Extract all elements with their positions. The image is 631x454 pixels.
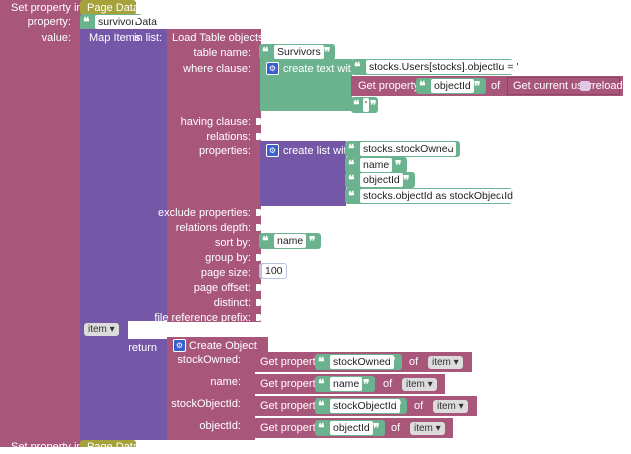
item-variable-dropdown[interactable]: item ▾ xyxy=(433,400,468,413)
load-table-label: Load Table objects xyxy=(172,32,264,44)
where-part1-value[interactable]: stocks.Users[stocks].objectId = ' xyxy=(366,60,522,74)
of-label: of xyxy=(409,356,419,368)
sort-by-label: sort by: xyxy=(214,237,251,249)
map-items-block[interactable] xyxy=(80,29,168,440)
sort-by-value[interactable]: name xyxy=(274,234,307,248)
list-item-string[interactable]: ❝ stocks.stockOwned ❞ xyxy=(345,141,460,157)
next-set-property-label: Set property in: xyxy=(11,441,86,453)
relations-slot[interactable] xyxy=(256,133,262,140)
object-key-label: stockObjectId: xyxy=(171,398,241,410)
set-property-block[interactable] xyxy=(0,0,88,440)
property-name-string[interactable]: ❝ stockOwned ❞ xyxy=(315,354,402,370)
get-property-label: Get property xyxy=(260,400,322,412)
property-name-string[interactable]: ❝ name ❞ xyxy=(315,376,375,392)
list-item-value[interactable]: name xyxy=(360,158,393,172)
table-name-value[interactable]: Survivors xyxy=(274,45,324,59)
distinct-slot[interactable] xyxy=(256,299,262,306)
of-label: of xyxy=(491,80,501,92)
where-string-part1[interactable]: ❝ stocks.Users[stocks].objectId = ' ❞ xyxy=(351,59,522,75)
gear-icon[interactable]: ⚙ xyxy=(173,339,186,352)
list-item-string[interactable]: ❝ objectId ❞ xyxy=(345,172,415,188)
of-label: of xyxy=(383,378,393,390)
group-by-slot[interactable] xyxy=(256,254,262,261)
page-size-label: page size: xyxy=(200,267,251,279)
get-property-label: Get property xyxy=(260,422,322,434)
page-offset-label: page offset: xyxy=(193,282,251,294)
map-items-label: Map Items xyxy=(89,32,141,44)
page-offset-slot[interactable] xyxy=(256,284,262,291)
create-object-block[interactable] xyxy=(167,337,255,440)
get-property-label: Get property xyxy=(260,356,322,368)
where-part3-value[interactable]: ' xyxy=(363,98,370,112)
properties-label: properties: xyxy=(199,145,251,157)
of-label: of xyxy=(414,400,424,412)
item-variable-dropdown[interactable]: item ▾ xyxy=(402,378,437,391)
list-item-value[interactable]: stocks.stockOwned xyxy=(360,142,457,156)
object-key-label: objectId: xyxy=(199,420,241,432)
get-current-user-label: Get current user xyxy=(513,80,593,92)
file-reference-prefix-slot[interactable] xyxy=(256,314,262,321)
object-key-label: stockOwned: xyxy=(177,354,241,366)
list-item-string[interactable]: ❝ stocks.objectId as stockObjectId ❞ xyxy=(345,188,516,204)
page-size-value[interactable]: 100 xyxy=(262,264,286,278)
page-data-label: Page Data xyxy=(87,2,139,14)
create-object-header xyxy=(167,337,268,353)
relations-label: relations: xyxy=(206,131,251,143)
get-property-label: Get property xyxy=(358,80,420,92)
load-table-block[interactable] xyxy=(167,29,261,322)
property-value[interactable]: survivorData xyxy=(95,15,160,29)
exclude-properties-slot[interactable] xyxy=(256,209,262,216)
property-name-value[interactable]: name xyxy=(330,377,363,391)
property-name-value[interactable]: stockOwned xyxy=(330,355,394,369)
file-reference-prefix-label: file reference prefix: xyxy=(154,312,251,324)
list-item-value[interactable]: stocks.objectId as stockObjectId xyxy=(360,189,516,203)
next-set-property-block[interactable] xyxy=(0,440,88,447)
table-name-label: table name: xyxy=(193,47,251,59)
return-label: return xyxy=(128,342,157,354)
table-name-string[interactable]: ❝ Survivors ❞ xyxy=(259,44,335,60)
where-clause-label: where clause: xyxy=(183,63,251,75)
item-variable-dropdown[interactable]: item ▾ xyxy=(84,323,119,336)
reload-label: reload xyxy=(592,80,623,92)
having-clause-slot[interactable] xyxy=(256,118,262,125)
create-object-label: Create Object xyxy=(189,340,257,352)
item-variable-slot xyxy=(128,321,268,339)
value-label: value: xyxy=(41,32,71,44)
gear-icon[interactable]: ⚙ xyxy=(266,144,279,157)
having-clause-label: having clause: xyxy=(180,116,251,128)
sort-by-string[interactable]: ❝ name ❞ xyxy=(259,233,321,249)
create-text-label: create text with xyxy=(283,63,357,75)
create-list-label: create list with xyxy=(283,145,353,157)
group-by-label: group by: xyxy=(205,252,251,264)
in-list-label: in list: xyxy=(134,32,163,44)
reload-checkbox[interactable] xyxy=(580,81,590,91)
get-current-user-block[interactable] xyxy=(507,77,620,95)
page-data-chip[interactable] xyxy=(80,0,136,15)
object-key-label: name: xyxy=(210,376,241,388)
property-label: property: xyxy=(27,16,71,28)
property-name-value[interactable]: stockObjectId xyxy=(330,399,400,413)
distinct-label: distinct: xyxy=(213,297,251,309)
property-name-value[interactable]: objectId xyxy=(330,421,373,435)
property-string-block[interactable]: ❝ survivorData ❞ xyxy=(80,14,160,30)
list-item-string[interactable]: ❝ name ❞ xyxy=(345,157,407,173)
item-variable-dropdown[interactable]: item ▾ xyxy=(428,356,463,369)
set-property-label: Set property in: xyxy=(11,2,86,14)
relations-depth-slot[interactable] xyxy=(256,224,262,231)
next-page-data-chip[interactable] xyxy=(80,440,136,447)
get-property-label: Get property xyxy=(260,378,322,390)
of-label: of xyxy=(391,422,401,434)
property-name-string[interactable]: ❝ objectId ❞ xyxy=(315,420,385,436)
objectid-string[interactable]: ❝ objectId ❞ xyxy=(416,78,486,94)
relations-depth-label: relations depth: xyxy=(175,222,251,234)
gear-icon[interactable]: ⚙ xyxy=(266,62,279,75)
list-item-value[interactable]: objectId xyxy=(360,173,403,187)
objectid-value[interactable]: objectId xyxy=(431,79,474,93)
property-name-string[interactable]: ❝ stockObjectId ❞ xyxy=(315,398,407,414)
where-string-part3[interactable]: ❝ ' ❞ xyxy=(351,97,378,113)
item-variable-dropdown[interactable]: item ▾ xyxy=(410,422,445,435)
next-page-data-label: Page Data xyxy=(87,441,139,453)
exclude-properties-label: exclude properties: xyxy=(158,207,251,219)
